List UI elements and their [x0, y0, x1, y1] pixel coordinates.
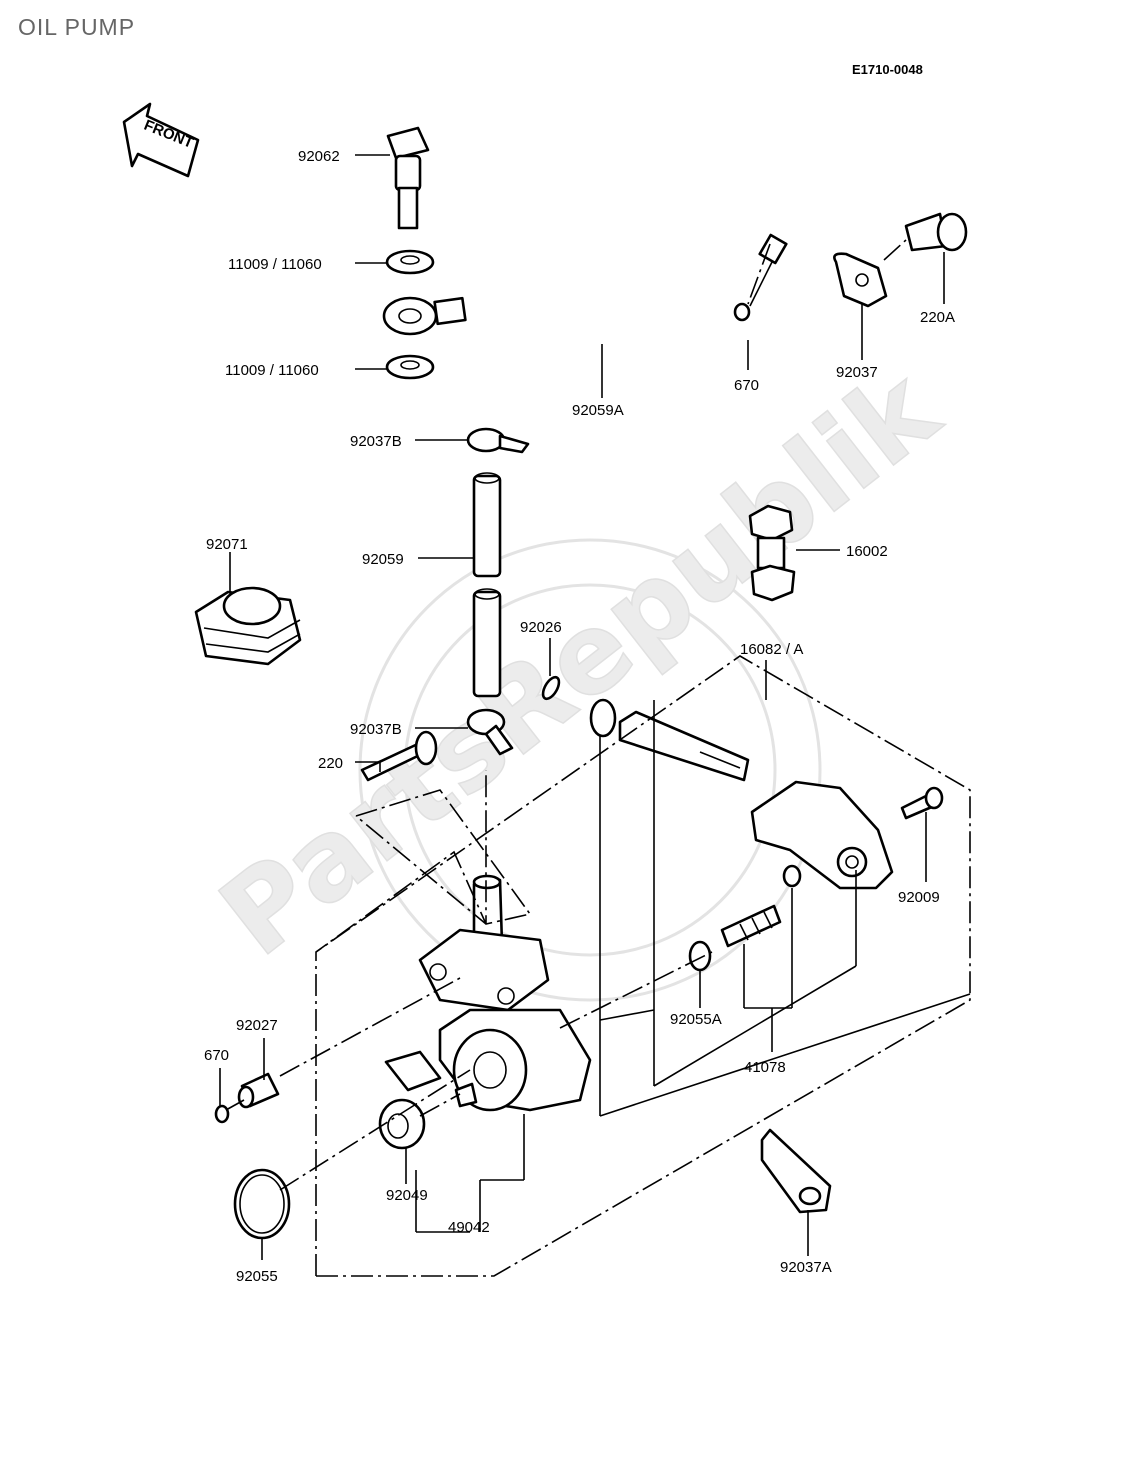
part-labels: 92062 11009 / 11060 11009 / 11060 92059A… [204, 148, 955, 1285]
part-pump-cover [750, 780, 894, 890]
part-92055-oring [233, 1168, 291, 1240]
label-92009: 92009 [898, 889, 940, 906]
label-16082A: 16082 / A [740, 641, 803, 658]
diagram-code: E1710-0048 [852, 62, 923, 77]
part-11009-washer-bottom [385, 354, 435, 380]
page-title: OIL PUMP [18, 14, 136, 40]
part-11009-washer-top [385, 249, 435, 275]
part-92037-bracket [833, 252, 888, 308]
part-220-bolt [360, 730, 438, 782]
label-92055: 92055 [236, 1268, 278, 1285]
label-220: 220 [318, 755, 343, 772]
assembly-outlines [225, 239, 971, 1277]
part-92062-bolt [386, 126, 430, 230]
label-92059A: 92059A [572, 402, 624, 419]
label-92037B-bottom: 92037B [350, 721, 402, 738]
part-92037B-clamp-bottom [466, 708, 514, 756]
part-92026-washer [541, 675, 561, 701]
part-670-oring-bottom [214, 1104, 230, 1124]
part-16082-shaft [589, 698, 750, 782]
label-92059: 92059 [362, 551, 404, 568]
label-92026: 92026 [520, 619, 562, 636]
part-49042-pump-body [384, 874, 592, 1112]
label-41078: 41078 [744, 1059, 786, 1076]
label-92055A: 92055A [670, 1011, 722, 1028]
leader-lines [219, 154, 971, 1260]
part-220A-bolt [904, 212, 968, 252]
part-92009-screw [900, 786, 944, 820]
part-670-oring-top [733, 302, 751, 322]
label-92049: 92049 [386, 1187, 428, 1204]
part-16002-bolt [748, 504, 796, 602]
label-92062: 92062 [298, 148, 340, 165]
front-arrow: FRONT [122, 102, 200, 178]
part-92049-seal [378, 1098, 426, 1150]
part-92059A-pipe [382, 202, 805, 349]
label-11009-11060-bottom: 11009 / 11060 [225, 362, 319, 379]
label-92037: 92037 [836, 364, 878, 381]
part-92055A-ring [688, 940, 712, 972]
part-92071-cap [194, 586, 302, 666]
label-220A: 220A [920, 309, 955, 326]
label-11009-11060-top: 11009 / 11060 [228, 256, 322, 273]
label-92071: 92071 [206, 536, 248, 553]
part-92037A-plate [760, 1128, 832, 1214]
label-670-bottom: 670 [204, 1047, 229, 1064]
label-670-top: 670 [734, 377, 759, 394]
label-16002: 16002 [846, 543, 888, 560]
part-41078-plunger [720, 864, 802, 948]
label-92037A: 92037A [780, 1259, 832, 1276]
part-92027-collar [237, 1072, 280, 1109]
watermark: PartsRepublik [196, 343, 963, 1002]
label-49042: 49042 [448, 1219, 490, 1236]
label-92037B-top: 92037B [350, 433, 402, 450]
part-92059-hose [472, 472, 502, 698]
label-92027: 92027 [236, 1017, 278, 1034]
part-92037B-clamp-top [466, 427, 530, 454]
